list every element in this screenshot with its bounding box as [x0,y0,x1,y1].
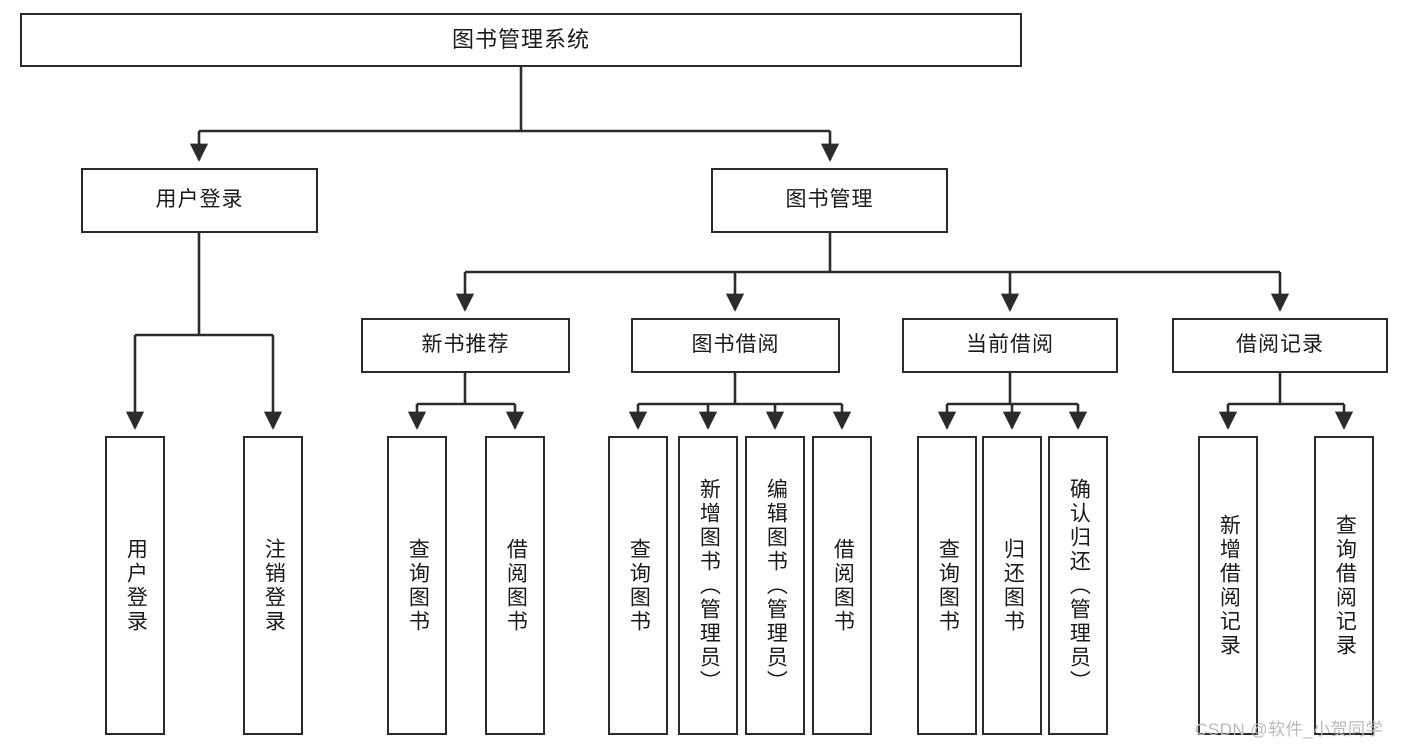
node-leaf-borrow-book-newbook-label: 借阅图书 [504,537,528,634]
node-leaf-logout[interactable]: 注销登录 [243,436,303,735]
node-book-management[interactable]: 图书管理 [711,168,948,233]
node-leaf-logout-label: 注销登录 [262,537,286,634]
node-leaf-query-borrow-record[interactable]: 查询借阅记录 [1314,436,1374,735]
node-borrow-record[interactable]: 借阅记录 [1172,318,1388,373]
node-leaf-return-book-label: 归还图书 [1001,537,1025,634]
node-leaf-add-borrow-record-label: 新增借阅记录 [1217,513,1241,658]
node-leaf-query-book-current[interactable]: 查询图书 [917,436,977,735]
node-leaf-query-book-borrow-label: 查询图书 [627,537,651,634]
node-new-book-recommend[interactable]: 新书推荐 [361,318,570,373]
node-leaf-query-book-borrow[interactable]: 查询图书 [608,436,668,735]
node-user-login[interactable]: 用户登录 [81,168,318,233]
node-leaf-confirm-return-admin-label: 确认归还（管理员） [1067,477,1091,694]
node-leaf-lend-book-label: 借阅图书 [831,537,855,634]
node-leaf-lend-book[interactable]: 借阅图书 [812,436,872,735]
node-leaf-add-book-admin[interactable]: 新增图书（管理员） [678,436,738,735]
node-leaf-borrow-book-newbook[interactable]: 借阅图书 [485,436,545,735]
node-leaf-edit-book-admin-label: 编辑图书（管理员） [764,477,788,694]
node-leaf-user-login-label: 用户登录 [124,537,148,634]
csdn-watermark: CSDN @软件_小贺同学 [1195,720,1384,739]
node-current-borrow[interactable]: 当前借阅 [902,318,1118,373]
node-borrow-record-label: 借阅记录 [1236,333,1324,357]
node-leaf-edit-book-admin[interactable]: 编辑图书（管理员） [745,436,805,735]
node-book-management-label: 图书管理 [785,188,874,212]
node-leaf-user-login[interactable]: 用户登录 [105,436,165,735]
node-book-borrow-label: 图书借阅 [691,333,780,357]
node-current-borrow-label: 当前借阅 [966,333,1054,357]
node-leaf-add-borrow-record[interactable]: 新增借阅记录 [1198,436,1258,735]
node-leaf-add-book-admin-label: 新增图书（管理员） [697,477,721,694]
node-leaf-query-book-newbook[interactable]: 查询图书 [387,436,447,735]
node-new-book-recommend-label: 新书推荐 [421,333,510,357]
node-leaf-query-book-current-label: 查询图书 [936,537,960,634]
node-leaf-confirm-return-admin[interactable]: 确认归还（管理员） [1048,436,1108,735]
node-root-system[interactable]: 图书管理系统 [20,13,1022,67]
node-root-system-label: 图书管理系统 [451,27,590,53]
node-user-login-label: 用户登录 [155,188,244,212]
node-leaf-query-book-newbook-label: 查询图书 [406,537,430,634]
node-leaf-return-book[interactable]: 归还图书 [982,436,1042,735]
node-leaf-query-borrow-record-label: 查询借阅记录 [1333,513,1357,658]
node-book-borrow[interactable]: 图书借阅 [631,318,840,373]
